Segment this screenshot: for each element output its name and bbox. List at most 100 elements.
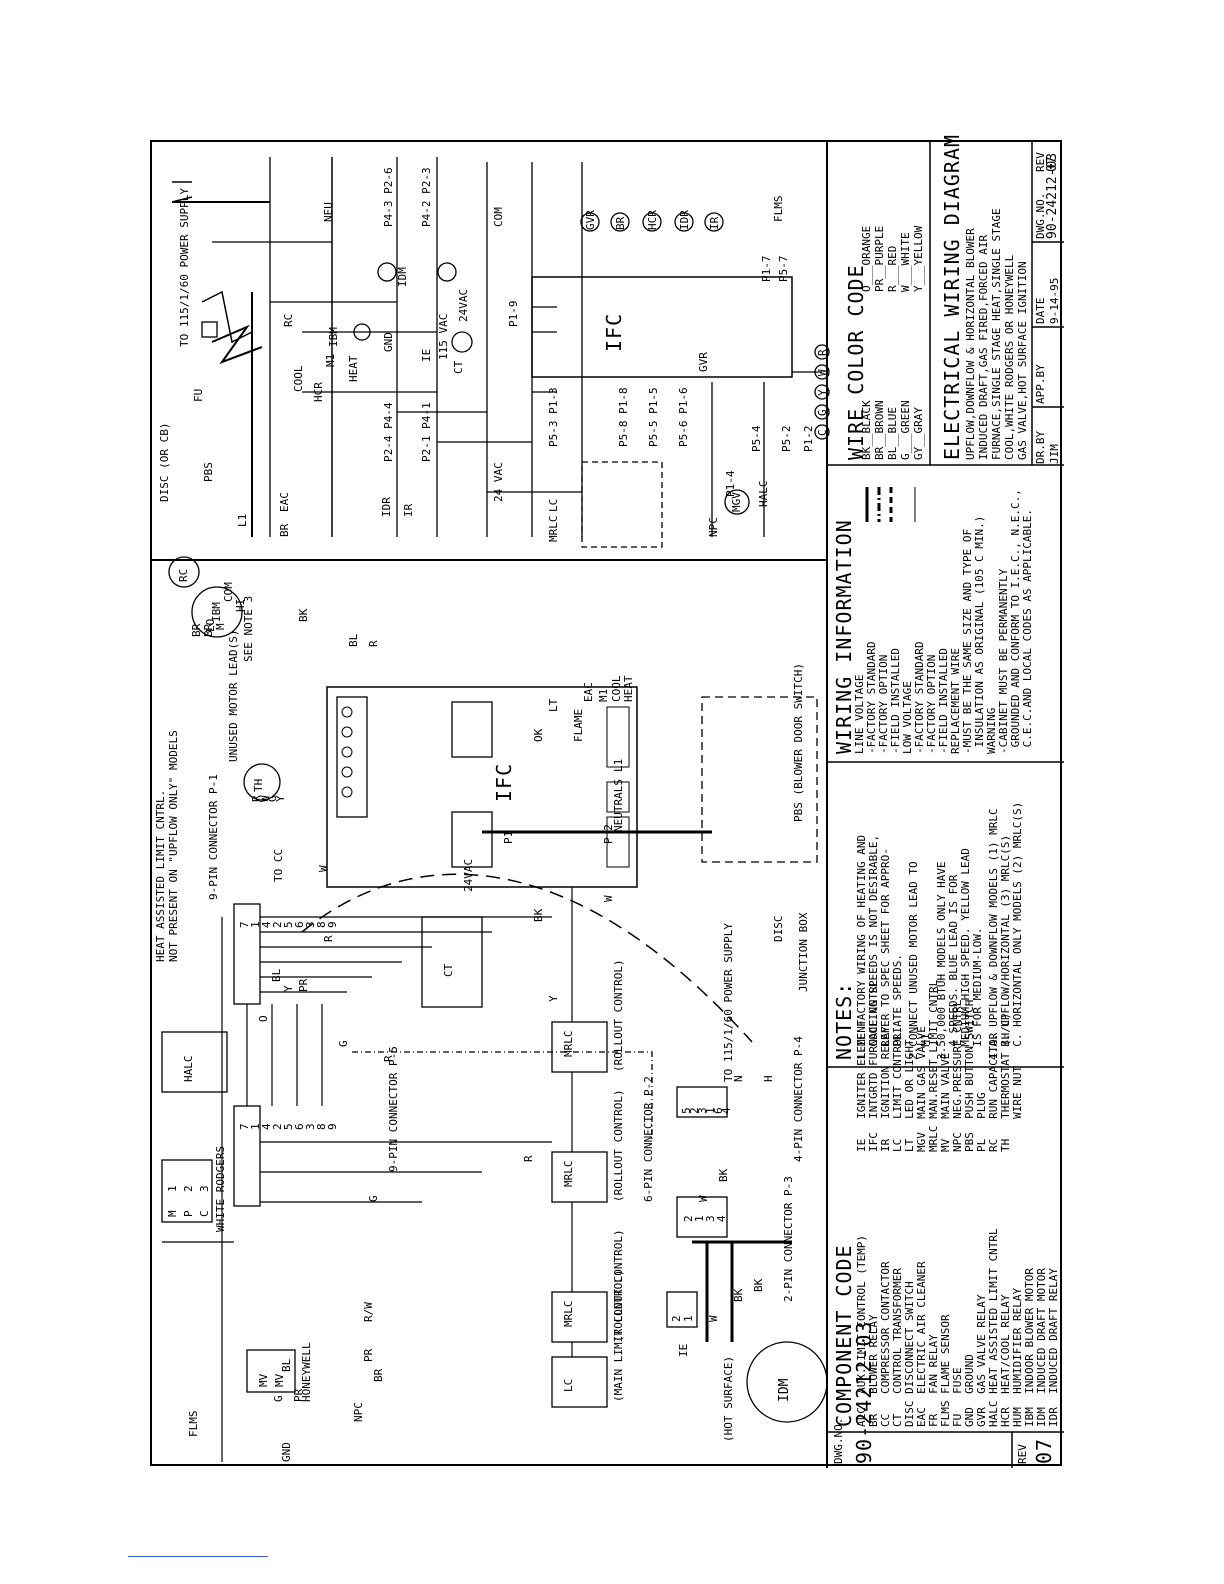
connector-p1 <box>233 903 261 1005</box>
ifc-heat-label: HEAT <box>622 675 635 703</box>
connector-p5-pin: 9 <box>326 1123 339 1130</box>
ladder-p1-7: P1-7 <box>760 255 773 283</box>
rollout-label-1: (ROLLOUT CONTROL) <box>612 959 625 1072</box>
to-cc: TO CC <box>272 848 285 882</box>
ladder-flms: FLMS <box>772 195 785 223</box>
mrlc-label-2: MRLC <box>562 1160 575 1188</box>
gnd-label: GND <box>280 1442 293 1462</box>
ladder-g: G <box>816 409 829 416</box>
wire-color-label: R <box>322 935 335 942</box>
ladder-ibm: IBM <box>327 327 340 347</box>
note-line: C. HORIZONTAL ONLY MODELS (2) MRLC(S) <box>1011 801 1024 1060</box>
ladder-l1: L1 <box>236 513 249 527</box>
rollout-label-3: (ROLLOUT CONTROL) <box>612 1229 625 1342</box>
halc-note: HEAT ASSISTED LIMIT CNTRL. <box>154 789 167 962</box>
th-label: TH <box>252 778 265 792</box>
connector-p4-pin: 4 <box>720 1107 733 1114</box>
footer-link-line <box>128 1556 268 1557</box>
ladder-halc: HALC <box>757 480 770 508</box>
ifc-eac-label: EAC <box>582 682 595 702</box>
ladder-lc: LC <box>547 498 560 512</box>
ladder-cool: COOL <box>292 365 305 393</box>
conn-p5-label: 9-PIN CONNECTOR P-5 <box>387 1046 400 1172</box>
pbs-label: PBS (BLOWER DOOR SWITCH) <box>792 663 805 822</box>
ladder-115vac: 115 VAC <box>437 313 450 360</box>
conn-p3-label: 2-PIN CONNECTOR P-3 <box>782 1176 795 1302</box>
wire-color-label: BL <box>347 633 360 647</box>
mrlc-label-1: MRLC <box>562 1030 575 1058</box>
conn-p2-label: 6-PIN CONNECTOR P-2 <box>642 1076 655 1202</box>
connector-p3 <box>666 1291 698 1328</box>
ladder-disc: DISC (OR CB) <box>158 422 171 502</box>
ladder-gvr-coil: GVR <box>584 210 597 230</box>
wire-color-label: BR <box>202 623 215 637</box>
ladder-ir: IR <box>402 503 415 517</box>
schematic-ifc: IFC <box>492 762 516 802</box>
diagram-sheet: ELECTRICAL WIRING DIAGRAM UPFLOW,DOWNFLO… <box>150 134 1064 1468</box>
wire-color-label: BK <box>532 908 545 922</box>
ifc-24vac-label: 24VAC <box>462 858 475 892</box>
ladder-br: BR <box>278 523 291 537</box>
wire-color-label: BR <box>372 1368 385 1382</box>
ladder-idr-coil: IDR <box>678 210 691 230</box>
diagram-subtitle-5: GAS VALVE,HOT SURFACE IGNITION <box>1016 261 1029 460</box>
wire-color-label: N <box>732 1075 745 1082</box>
ladder-m1: M1 <box>324 353 337 367</box>
diagram-subtitle-1: UPFLOW,DOWNFLOW & HORIZONTAL BLOWER <box>964 228 977 460</box>
wire-color-label: G <box>367 1195 380 1202</box>
ladder-p5-8: P5-8 P1-8 <box>617 387 630 447</box>
ladder-ifc: IFC <box>602 312 626 352</box>
conn-p4-label: 4-PIN CONNECTOR P-4 <box>792 1036 805 1162</box>
wiring-info-line: C.E.C.AND LOCAL CODES AS APPLICABLE. <box>1021 508 1034 754</box>
wire-color-label: R <box>382 1055 395 1062</box>
wire-color-label: R/W <box>362 1302 375 1322</box>
connector-p2-pin: 4 <box>715 1215 728 1222</box>
ladder-mgv: MGV <box>730 492 743 512</box>
ifc-l1-label: L1 <box>612 758 625 772</box>
ct-label: CT <box>442 963 455 977</box>
wire-color-label: PR <box>297 978 310 992</box>
mrlc-1 <box>551 1021 608 1073</box>
ladder-24vac-b: 24 VAC <box>492 462 505 502</box>
component-code-entry: IDR INDUCED DRAFT RELAY <box>1047 1268 1060 1427</box>
ladder-p5-4: P5-4 <box>750 425 763 453</box>
date-label: DATE <box>1034 297 1047 325</box>
honeywell-pin: MV <box>257 1373 270 1387</box>
bottom-dwg-label: DWG.NO. <box>832 1417 845 1464</box>
ladder-idm: IDM <box>396 267 409 287</box>
lc-label: LC <box>562 1378 575 1392</box>
m-label: M <box>214 623 227 630</box>
mrlc-2 <box>551 1151 608 1203</box>
honeywell-valve <box>246 1349 296 1393</box>
wire-color-label: PR <box>292 1388 305 1402</box>
diagram-title: ELECTRICAL WIRING DIAGRAM <box>940 133 964 460</box>
app-by-label: APP.BY <box>1034 364 1047 404</box>
rev-value: 07 <box>1045 156 1060 172</box>
ladder-com: COM <box>492 207 505 227</box>
ladder-24vac: 24VAC <box>457 288 470 322</box>
wire-color-label: BK <box>297 608 310 622</box>
white-rodgers-pin: C <box>198 1210 211 1217</box>
ladder-heat: HEAT <box>347 355 360 383</box>
ladder-br-coil: BR <box>614 216 627 230</box>
ladder-power: TO 115/1/60 POWER SUPPLY <box>178 188 191 347</box>
hot-surface-label: (HOT SURFACE) <box>722 1355 735 1442</box>
rollout-label-2: (ROLLOUT CONTROL) <box>612 1089 625 1202</box>
lc-main <box>551 1356 608 1408</box>
junction-box <box>701 696 818 863</box>
unused-leads: UNUSED MOTOR LEAD(S) <box>227 629 240 762</box>
honeywell-pin: MV <box>273 1373 286 1387</box>
thermostat-circle <box>243 763 281 801</box>
disc-label: DISC <box>772 915 785 943</box>
wire-color-label: Y <box>547 995 560 1002</box>
wire-color-label: BL <box>280 1358 293 1372</box>
ladder-ct: CT <box>452 360 465 374</box>
wire-color-label: R <box>367 640 380 647</box>
ladder-p5-5: P5-5 P1-5 <box>647 387 660 447</box>
halc-box <box>161 1031 228 1093</box>
thermostat-pin: Y <box>274 795 287 802</box>
wire-color-label: W <box>602 895 615 902</box>
idm-label: IDM <box>777 1378 792 1402</box>
ladder-hcr-coil: HCR <box>646 210 659 230</box>
rc-label: RC <box>177 568 190 582</box>
